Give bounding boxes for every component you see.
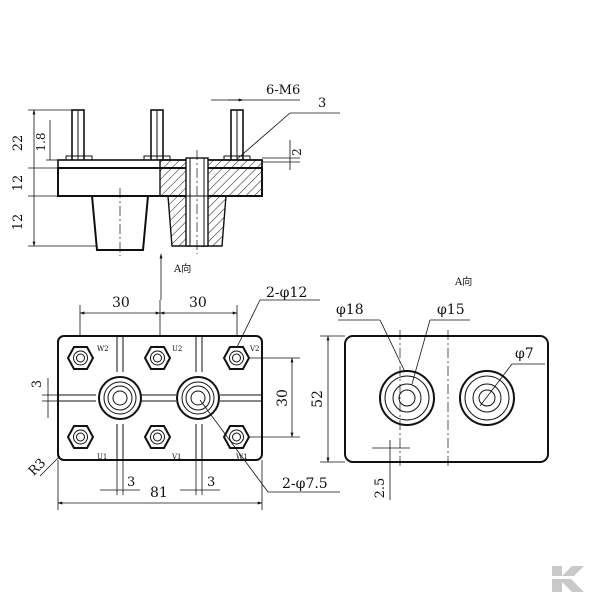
dim-thread: 6-M6	[266, 83, 300, 98]
dim-2: 2	[290, 148, 304, 156]
nut-u1	[66, 425, 95, 449]
a-view-dimensions: φ18 φ15 φ7 52 2.5	[310, 302, 545, 500]
dim-81: 81	[150, 485, 168, 501]
base-bottom-outline	[344, 335, 549, 463]
plan-view-dimensions: 30 30 2-φ12 30 3 R3 81 3 3 2-	[26, 285, 340, 510]
dim-3-top: 3	[318, 96, 326, 111]
dim-22: 22	[11, 135, 26, 152]
bushing-right-plan	[176, 376, 220, 420]
dim-30-left: 30	[112, 295, 130, 311]
dim-12-lower: 12	[11, 214, 26, 231]
dim-2-phi7-5: 2-φ7.5	[282, 476, 328, 492]
front-view-dimensions: 22 12 12 1.8 6-M6 3 2 A向	[11, 83, 340, 300]
nut-w2	[66, 346, 95, 370]
terminal-v2: V2	[249, 345, 260, 353]
terminal-v1: V1	[171, 453, 182, 461]
bushing-left-plan	[98, 376, 142, 420]
dim-3-bottom-right: 3	[207, 475, 215, 490]
dim-phi18: φ18	[336, 302, 364, 318]
dim-30-vertical: 30	[275, 389, 291, 407]
a-direction-view: A向	[344, 275, 549, 468]
view-a-label: A向	[454, 275, 472, 288]
terminal-u1: U1	[97, 453, 107, 461]
dim-30-right: 30	[189, 295, 207, 311]
left-bushing	[90, 195, 150, 251]
dim-phi7: φ7	[515, 346, 534, 362]
view-arrow-label: A向	[173, 262, 191, 275]
dim-phi15: φ15	[437, 302, 465, 318]
front-section-view	[57, 109, 263, 256]
bottom-boss-right	[459, 370, 515, 426]
section-hatch	[159, 159, 263, 247]
dim-3-left: 3	[30, 380, 45, 388]
nut-v1	[143, 425, 172, 449]
dim-1-8: 1.8	[34, 132, 48, 151]
bottom-boss-left	[379, 370, 435, 426]
nut-w1	[222, 425, 251, 449]
dim-2-phi12: 2-φ12	[266, 285, 307, 301]
dim-52: 52	[310, 390, 326, 408]
terminal-w2: W2	[97, 345, 109, 353]
dim-12-upper: 12	[11, 175, 26, 192]
nut-v2	[222, 346, 251, 370]
dim-r3: R3	[26, 456, 49, 479]
terminal-u2: U2	[172, 345, 182, 353]
dim-2-5: 2.5	[373, 478, 388, 499]
brand-logo	[544, 566, 588, 592]
nut-u2	[143, 346, 172, 370]
dim-3-bottom-left: 3	[127, 475, 135, 490]
